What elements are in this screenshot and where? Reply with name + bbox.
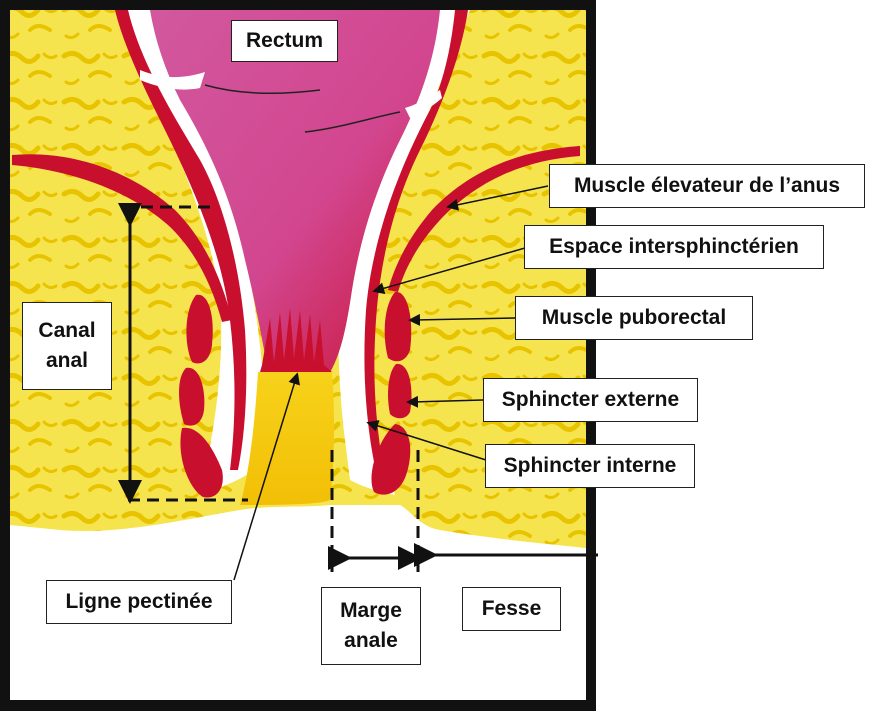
- longitudinal-muscle-right: [364, 10, 468, 462]
- white-space-right: [338, 10, 470, 495]
- leader-pectinate: [233, 372, 300, 581]
- label-anal-canal: Canal anal: [22, 302, 112, 390]
- leader-intersphincteric: [372, 247, 526, 295]
- puborectalis-left: [186, 294, 213, 364]
- leader-internal: [366, 420, 487, 461]
- rectal-notch-right: [405, 90, 442, 118]
- rectal-notch-left: [140, 70, 205, 90]
- rectal-fold-2: [304, 111, 401, 133]
- levator-ani-left: [12, 154, 232, 322]
- puborectalis-right: [384, 291, 412, 362]
- label-buttock: Fesse: [462, 587, 561, 631]
- label-pectinate-line: Ligne pectinée: [46, 580, 232, 624]
- label-intersphincteric-space: Espace intersphinctérien: [524, 225, 824, 269]
- external-sphincter-right-superficial: [371, 424, 411, 495]
- anal-columns: [260, 308, 332, 372]
- leader-external: [406, 395, 484, 408]
- longitudinal-muscle-left: [115, 10, 247, 470]
- label-anal-margin: Marge anale: [321, 587, 421, 665]
- label-levator-ani: Muscle élevateur de l’anus: [549, 164, 865, 208]
- anal-canal-lining: [240, 372, 335, 505]
- label-puborectal-muscle: Muscle puborectal: [515, 296, 753, 340]
- rectum-body: [150, 10, 440, 380]
- leader-levator: [446, 185, 549, 211]
- external-sphincter-right-deep: [388, 363, 412, 419]
- external-sphincter-left-deep: [179, 367, 205, 426]
- external-sphincter-left-superficial: [180, 427, 223, 498]
- leader-puborectal: [408, 313, 516, 326]
- white-space-left: [118, 10, 265, 495]
- label-rectum: Rectum: [231, 20, 338, 62]
- levator-ani-right: [388, 146, 580, 292]
- rectal-fold-1: [204, 84, 321, 94]
- label-external-sphincter: Sphincter externe: [483, 378, 698, 422]
- label-internal-sphincter: Sphincter interne: [485, 444, 695, 488]
